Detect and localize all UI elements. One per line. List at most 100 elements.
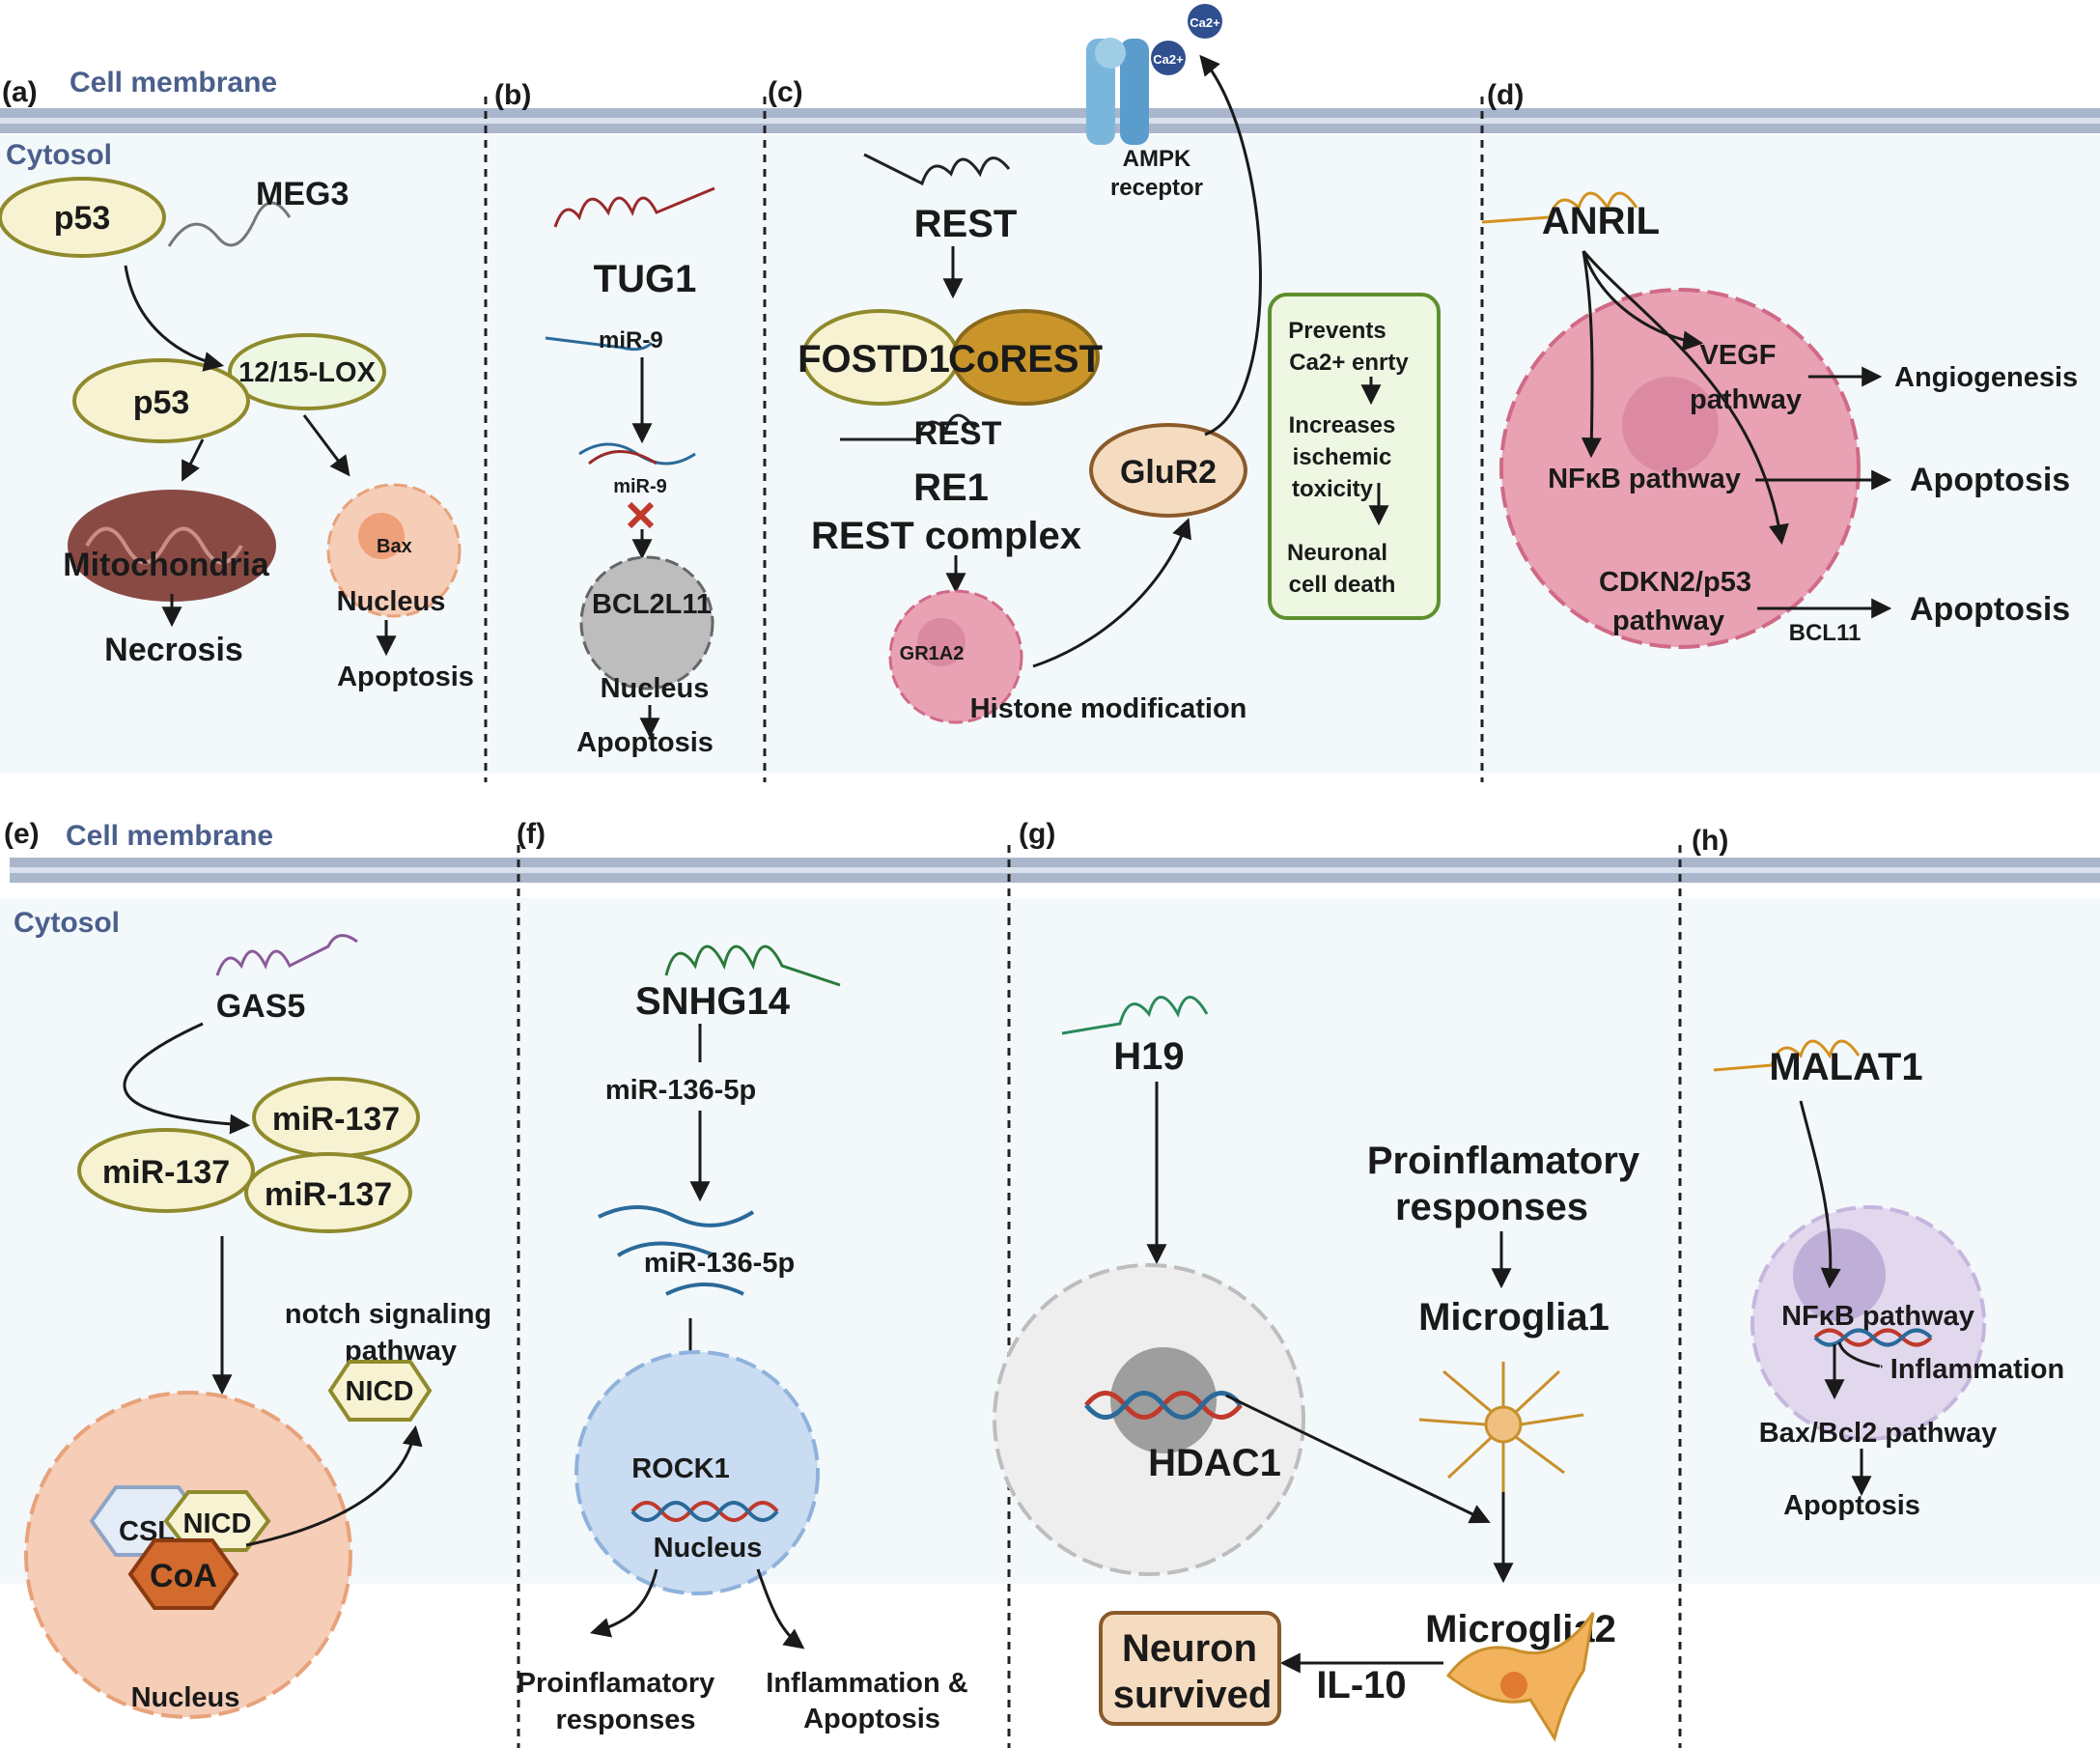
- lox-label: 12/15-LOX: [238, 357, 376, 388]
- apoptosis-d-label-2: Apoptosis: [1910, 591, 2070, 628]
- mir136-top-label: miR-136-5p: [605, 1075, 756, 1106]
- proinf-g-label-2: responses: [1395, 1186, 1588, 1228]
- p53-bottom-label: p53: [133, 384, 190, 421]
- mir9-icon: [545, 336, 654, 352]
- apoptosis-d-label-1: Apoptosis: [1910, 462, 2070, 498]
- neuron-label-2: survived: [1113, 1674, 1273, 1716]
- inflam-f-label-1: Inflammation &: [766, 1668, 968, 1699]
- glur2-label: GluR2: [1120, 454, 1217, 491]
- glur2-ellipse: [1089, 423, 1247, 518]
- cell-membrane-top: [0, 108, 2100, 133]
- ca-label-1: Ca2+: [1153, 52, 1184, 67]
- nicd-hexagon-out: [327, 1360, 433, 1422]
- neuron-survived-box: [1099, 1611, 1281, 1726]
- panel-f-label: (f): [517, 818, 546, 850]
- bax-label: Bax: [377, 536, 412, 557]
- re1-label: RE1: [913, 466, 989, 509]
- rest-rna-icon: [863, 153, 1011, 186]
- meg3-rna-icon: [167, 201, 292, 247]
- neuron-label-1: Neuron: [1122, 1627, 1257, 1670]
- mir136-bottom-label: miR-136-5p: [644, 1248, 795, 1279]
- box-line5: toxicity: [1292, 476, 1374, 502]
- fostd1-label: FOSTD1: [798, 338, 950, 381]
- cdkn2-label-2: pathway: [1612, 606, 1724, 636]
- nicd-in-label: NICD: [183, 1508, 252, 1539]
- nfkb-d-label: NFκB pathway: [1548, 464, 1741, 494]
- gas5-rna-icon: [215, 934, 358, 976]
- apoptosis-h-label: Apoptosis: [1783, 1490, 1920, 1521]
- box-line3: Increases: [1289, 412, 1396, 438]
- inflam-f-label-2: Apoptosis: [803, 1704, 940, 1734]
- cytosol-label-bottom: Cytosol: [14, 907, 120, 939]
- snhg14-label: SNHG14: [635, 980, 791, 1023]
- cell-membrane-label-top: Cell membrane: [70, 67, 277, 99]
- coa-label: CoA: [150, 1558, 217, 1594]
- panel-d-label: (d): [1487, 79, 1524, 111]
- panel-f: SNHG14 miR-136-5p miR-136-5p ROCK1 Nucle…: [518, 944, 968, 1735]
- cell-membrane-bottom: [10, 858, 2100, 883]
- inflammation-h-label: Inflammation: [1890, 1354, 2064, 1385]
- nfkb-h-label: NFκB pathway: [1781, 1301, 1974, 1332]
- rest-complex-label: REST complex: [811, 515, 1081, 557]
- hdac1-label: HDAC1: [1148, 1442, 1281, 1484]
- mir137-ellipse-c: [244, 1152, 412, 1233]
- malat1-rna-icon: [1713, 1039, 1861, 1072]
- panel-g: H19 HDAC1 Proinflamatory responses Micro…: [993, 996, 1640, 1742]
- panel-a: p53 MEG3 12/15-LOX p53 Mitochondria Necr…: [0, 176, 474, 692]
- gr1a2-label: GR1A2: [900, 643, 965, 664]
- panel-b-label: (b): [494, 79, 531, 111]
- box-line4: ischemic: [1293, 444, 1392, 470]
- angiogenesis-label: Angiogenesis: [1894, 362, 2078, 393]
- apoptosis-a-label: Apoptosis: [337, 662, 474, 692]
- coa-hexagon: [127, 1538, 239, 1610]
- nucleus-b-label: Nucleus: [601, 673, 710, 704]
- meg3-label: MEG3: [256, 176, 349, 212]
- corest-label: CoREST: [948, 338, 1103, 381]
- mir9-bottom-label: miR-9: [613, 476, 667, 497]
- bax-bcl2-label: Bax/Bcl2 pathway: [1759, 1418, 1998, 1449]
- nucleus-e-label: Nucleus: [131, 1682, 240, 1713]
- bcl11-label: BCL11: [1789, 620, 1862, 646]
- proinf-f-label-1: Proinflamatory: [518, 1668, 715, 1699]
- box-line1: Prevents: [1288, 318, 1386, 344]
- corest-ellipse: [951, 309, 1100, 406]
- nucleus-b-icon: [579, 555, 714, 691]
- il10-label: IL-10: [1316, 1664, 1406, 1706]
- panel-h: MALAT1 NFκB pathway Inflammation Bax/Bcl…: [1713, 1039, 2064, 1521]
- mir137-label-b: miR-137: [102, 1154, 230, 1191]
- nicd-hexagon-in: [163, 1490, 271, 1552]
- microglia1-icon: [1418, 1362, 1584, 1492]
- snhg14-rna-icon: [664, 944, 841, 987]
- anril-label: ANRIL: [1542, 200, 1660, 242]
- panel-dividers: [484, 97, 1682, 1748]
- lox-ellipse: [228, 333, 386, 410]
- mir137-label-c: miR-137: [265, 1176, 392, 1213]
- necrosis-label: Necrosis: [104, 632, 243, 668]
- rest-top-label: REST: [914, 203, 1018, 245]
- bcl2l11-label: BCL2L11: [592, 589, 712, 620]
- malat1-label: MALAT1: [1769, 1046, 1922, 1088]
- effect-box: [1268, 293, 1441, 620]
- ca-label-2: Ca2+: [1190, 15, 1220, 30]
- microglia1-label: Microglia1: [1418, 1296, 1610, 1339]
- mitochondria-label: Mitochondria: [63, 547, 270, 583]
- gas5-label: GAS5: [216, 988, 306, 1025]
- vegf-label-1: VEGF: [1700, 340, 1777, 371]
- mitochondria-icon: [68, 490, 276, 602]
- mir137-label-a: miR-137: [272, 1101, 400, 1138]
- rest-mid-label: REST: [914, 415, 1002, 452]
- ampk-label-1: AMPK: [1123, 146, 1191, 172]
- notch-label-1: notch signaling: [285, 1299, 491, 1330]
- rock1-label: ROCK1: [631, 1453, 730, 1484]
- panel-c-label: (c): [768, 76, 803, 108]
- mir9-top-label: miR-9: [599, 327, 663, 353]
- proinf-g-label-1: Proinflamatory: [1367, 1140, 1640, 1182]
- panel-e: GAS5 miR-137 miR-137 miR-137 notch signa…: [24, 934, 491, 1719]
- ampk-label-2: receptor: [1110, 175, 1203, 201]
- apoptosis-b-label: Apoptosis: [576, 727, 714, 758]
- inhibition-x-icon: [627, 501, 655, 529]
- ca-ion-icon: [1151, 41, 1186, 75]
- box-line7: cell death: [1289, 572, 1396, 598]
